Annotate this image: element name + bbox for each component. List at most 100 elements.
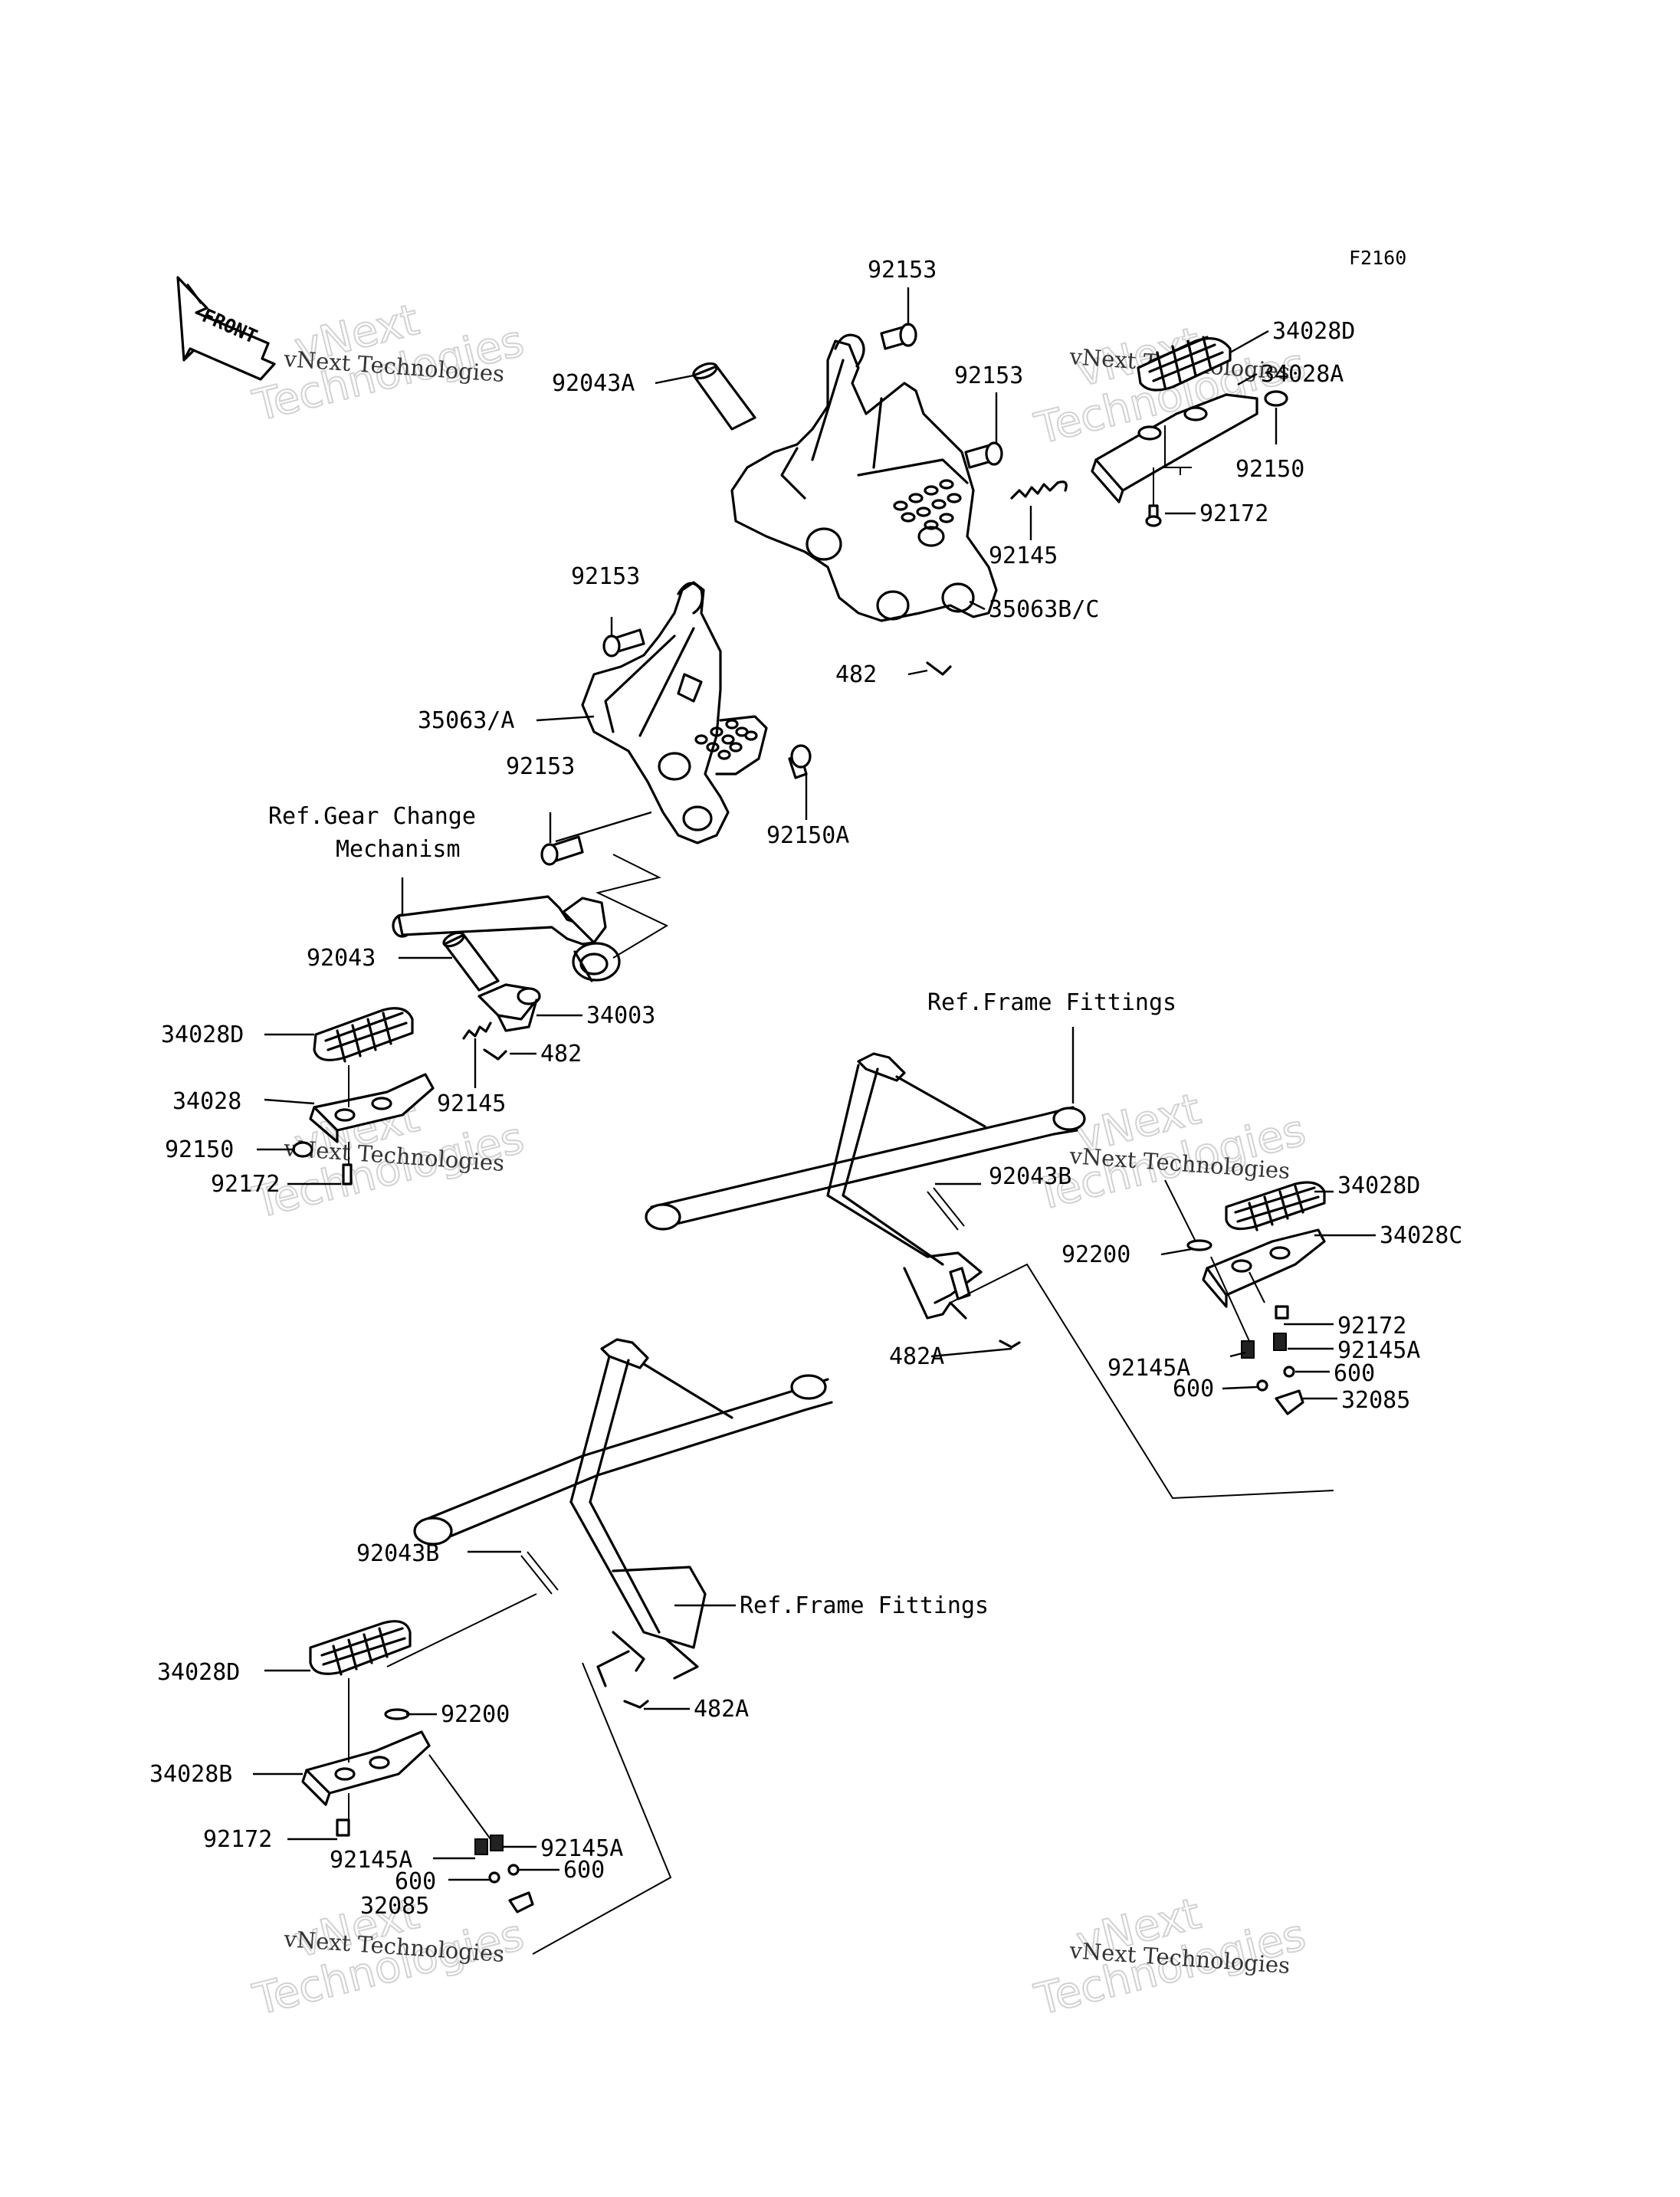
part-label: 92172 [203, 1826, 272, 1853]
bolt-92153-mid [964, 441, 1003, 469]
part-label: 92043B [989, 1163, 1071, 1190]
part-label: 92153 [868, 257, 937, 284]
pin-92043B-low [520, 1551, 559, 1595]
part-label: 92200 [441, 1701, 510, 1728]
part-label: 32085 [1341, 1387, 1410, 1414]
right-footrest-bracket [730, 333, 998, 622]
circlip-482-mid [483, 1048, 507, 1061]
spring-92145A-low [474, 1835, 504, 1855]
part-label: 92145A [330, 1847, 412, 1874]
leader-line [386, 1593, 672, 1955]
footpeg-rubber-34028D-top [1137, 336, 1232, 392]
part-label: 92153 [954, 362, 1023, 389]
part-label: 92172 [211, 1171, 280, 1198]
leader-line [950, 1263, 1334, 1500]
footpeg-34028C [1202, 1228, 1326, 1308]
footpeg-34028B [301, 1730, 431, 1806]
part-label: 92145 [989, 543, 1058, 569]
spring-92145A-right [1241, 1333, 1287, 1359]
part-label: 482 [540, 1041, 582, 1067]
ball-600-right-a [1256, 1379, 1268, 1392]
leader-line [348, 1678, 491, 1840]
bolt-92172-right [1275, 1305, 1289, 1320]
part-label: 482 [835, 661, 877, 688]
part-label: 600 [1334, 1360, 1375, 1387]
ball-600-low-b [507, 1864, 520, 1876]
circlip-482-top [926, 661, 952, 676]
bolt-92153-top [880, 323, 917, 350]
part-label: 482A [694, 1696, 749, 1723]
part-label: 32085 [360, 1893, 429, 1920]
part-label: 34028B [149, 1761, 232, 1788]
part-label: 92150 [165, 1136, 234, 1163]
part-label: 600 [563, 1857, 605, 1884]
bolt-92150A [788, 744, 812, 779]
bracket-slots [694, 719, 758, 760]
part-label: 92153 [506, 753, 575, 780]
pin-32085-right [1275, 1389, 1304, 1415]
bolt-92172-left [342, 1163, 353, 1185]
spring-92145-top [1010, 480, 1068, 500]
part-label: 34003 [586, 1002, 655, 1029]
footpeg-rubber-34028D-low [309, 1620, 412, 1676]
bolt-92150-left [292, 1141, 313, 1158]
leader-line [1153, 425, 1192, 506]
part-label: 35063/A [418, 707, 514, 734]
part-label: 482A [889, 1343, 944, 1370]
part-label: 92043A [552, 370, 635, 397]
circlip-482A-low [623, 1700, 649, 1709]
part-label: 34028D [157, 1659, 240, 1686]
part-label: 92200 [1061, 1241, 1130, 1268]
ball-600-low-a [488, 1871, 500, 1884]
part-label: 35063B/C [989, 596, 1100, 623]
pin-92043B-top [927, 1187, 965, 1231]
washer-92200-low [384, 1708, 410, 1720]
part-label: 92145A [540, 1835, 623, 1862]
ball-600-right-b [1283, 1366, 1295, 1378]
footpeg-34028A [1091, 393, 1258, 503]
part-label: 92150 [1235, 456, 1304, 483]
ref-label: Ref.Frame Fittings [740, 1592, 989, 1619]
part-label: 34028C [1380, 1222, 1462, 1249]
part-label: 92145 [437, 1090, 506, 1117]
part-label: 600 [395, 1868, 436, 1895]
part-label: 92145A [1107, 1355, 1190, 1382]
pin-32085-low [508, 1891, 534, 1913]
part-label: 92145A [1337, 1337, 1420, 1364]
part-label: 34028D [161, 1021, 244, 1048]
part-label: 92150A [766, 822, 849, 849]
bolt-92150-top [1264, 390, 1288, 407]
bolt-92172-top [1145, 504, 1162, 527]
washer-92200-right [1186, 1239, 1212, 1251]
part-labels: 92153 92043A 92153 34028D 34028A 92150 9… [149, 257, 1462, 1920]
bolt-92153-left-top [602, 628, 645, 657]
pin-92043 [442, 931, 500, 992]
leader-line [1164, 1179, 1265, 1342]
left-footrest-bracket [581, 581, 768, 844]
footpeg-rubber-34028D-right [1225, 1181, 1326, 1231]
ref-label: Ref.Frame Fittings [927, 989, 1176, 1016]
bolt-92172-low [336, 1818, 350, 1837]
gear-change-lever [392, 895, 621, 982]
footpeg-34028 [309, 1073, 435, 1143]
frame-fitting-left [413, 1338, 833, 1687]
ref-label: Ref.Gear Change [268, 803, 476, 830]
spring-92145-mid [462, 1021, 492, 1040]
part-label: 34028 [172, 1088, 241, 1115]
part-label: 92043 [307, 945, 376, 972]
part-label: 34028D [1337, 1172, 1420, 1199]
part-label: 92153 [571, 563, 640, 590]
part-label: 34028A [1261, 361, 1344, 388]
part-label: 92043B [356, 1540, 439, 1567]
label-leaders [253, 287, 1376, 1881]
leader-line [596, 854, 669, 959]
part-label: 92172 [1199, 500, 1268, 527]
part-label: 34028D [1272, 318, 1355, 345]
pin-92043A [692, 362, 756, 431]
bracket-slots [893, 479, 962, 530]
circlip-482A-top [999, 1340, 1021, 1349]
figure-code: F2160 [1349, 247, 1406, 269]
front-arrow-icon: FRONT [176, 276, 276, 381]
footpeg-rubber-34028D-left [313, 1007, 414, 1063]
